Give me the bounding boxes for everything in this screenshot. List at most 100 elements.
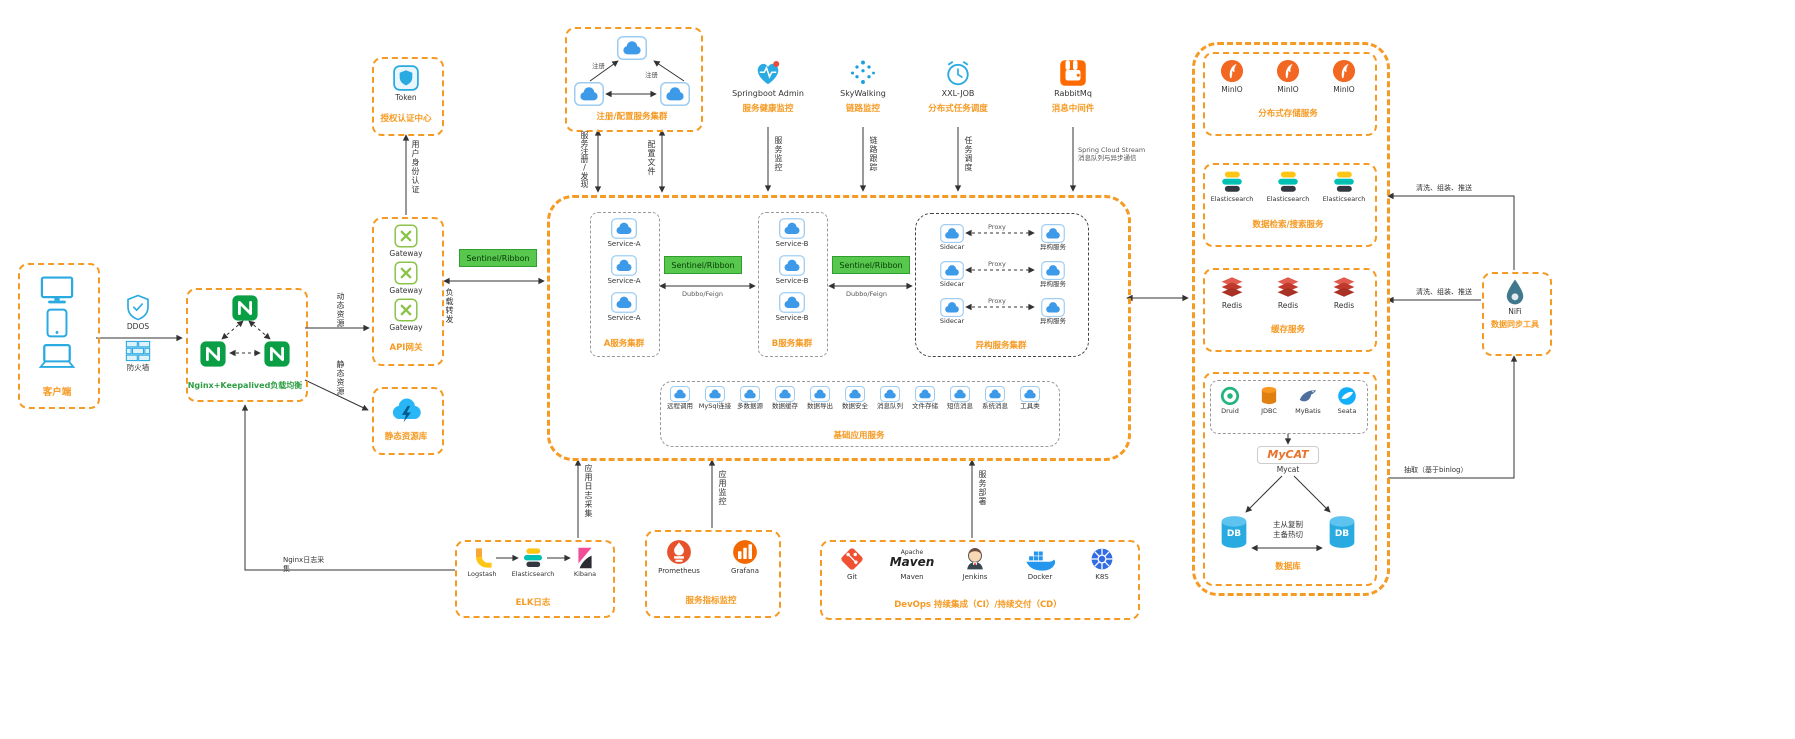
log-collect-flow-label: 应用日志采集 — [584, 464, 593, 518]
nifi-box — [1482, 272, 1552, 356]
base-service-node: 数据缓存 — [767, 386, 803, 411]
static-resource-flow-label: 静态资源 — [336, 360, 345, 396]
prometheus-node: Prometheus — [651, 538, 707, 575]
logstash-label: Logstash — [467, 570, 497, 578]
nifi-name: NiFi — [1508, 307, 1522, 316]
stream-flow-label: Spring Cloud Stream 消息队列与异步通信 — [1078, 146, 1145, 163]
docker-icon — [1025, 546, 1055, 572]
health-monitor-label: 服务健康监控 — [742, 103, 794, 114]
registry-cluster-box — [565, 27, 703, 132]
base-service-node: 多数据源 — [732, 386, 768, 411]
firewall-label: 防火墙 — [126, 363, 150, 372]
ddos-node: DDOS — [110, 294, 166, 331]
cache-box — [1203, 268, 1377, 352]
base-service-node: 远程调用 — [662, 386, 698, 411]
elasticsearch-label: Elasticsearch — [1210, 195, 1254, 203]
client-label: 客户端 — [42, 387, 72, 398]
minio-node: MinIO — [1262, 58, 1314, 94]
kubernetes-icon — [1089, 546, 1115, 572]
jdbc-label: JDBC — [1261, 407, 1277, 415]
drivers-box — [1210, 380, 1368, 434]
nginx-log-flow-label: Nginx日志采集 — [283, 556, 325, 574]
redis-label: Redis — [1277, 301, 1299, 310]
grafana-node: Grafana — [717, 538, 773, 575]
api-gateway-box — [372, 217, 444, 366]
replication-line1: 主从复制 — [1273, 520, 1303, 529]
database-label: 数据库 — [1275, 562, 1301, 572]
proxy-label: Proxy — [988, 260, 1006, 268]
service-b-node: Service-B — [758, 255, 826, 285]
skywalking-node: SkyWalking 链路监控 — [818, 58, 908, 114]
elasticsearch-icon — [1219, 169, 1245, 195]
elasticsearch-node: Elasticsearch — [1262, 169, 1314, 204]
sidecar-node: Sidecar — [930, 224, 974, 252]
gateway-label: Gateway — [389, 323, 423, 332]
base-service-node: MySql连接 — [697, 386, 733, 411]
grafana-icon — [731, 538, 759, 566]
jenkins-label: Jenkins — [962, 573, 988, 581]
proxy-label: Proxy — [988, 297, 1006, 305]
service-b-node: Service-B — [758, 218, 826, 248]
firewall-node: 防火墙 — [110, 340, 166, 372]
kibana-label: Kibana — [573, 570, 597, 578]
cloud-icon — [1041, 224, 1065, 243]
sidecar-label: Sidecar — [939, 317, 965, 325]
base-service-label: 数据安全 — [842, 402, 868, 410]
service-b-node: Service-B — [758, 292, 826, 322]
seata-label: Seata — [1337, 407, 1357, 415]
nginx-label: Nginx+Keepalived负载均衡 — [187, 381, 303, 390]
cache-label: 缓存服务 — [1270, 325, 1305, 335]
ddos-shield-icon — [126, 294, 150, 321]
base-service-label: 消息队列 — [877, 402, 903, 410]
kibana-node: Kibana — [561, 546, 609, 579]
replication-note: 主从复制 主备热切 — [1256, 520, 1320, 540]
cluster-b-box — [758, 212, 828, 357]
docker-node: Docker — [1012, 546, 1068, 581]
cloud-icon — [779, 292, 805, 313]
hetero-service-node: 异构服务 — [1026, 298, 1080, 326]
git-label: Git — [846, 573, 858, 581]
minio-icon — [1275, 58, 1301, 84]
base-service-label: 数据缓存 — [772, 402, 798, 410]
replication-line2: 主备热切 — [1273, 529, 1303, 539]
laptop-icon — [37, 342, 77, 370]
springboot-admin-name: Springboot Admin — [732, 89, 804, 98]
cloud-icon — [880, 386, 900, 402]
base-service-node: 数据导出 — [802, 386, 838, 411]
k8s-label: K8S — [1095, 573, 1109, 581]
cloud-icon — [915, 386, 935, 402]
gateway-node: Gateway — [372, 224, 440, 258]
service-a-node: Service-A — [590, 292, 658, 322]
base-service-label: 文件存储 — [912, 402, 938, 410]
base-service-label: 多数据源 — [737, 402, 763, 410]
cloud-icon — [574, 82, 604, 106]
clean-push-flow-label: 清洗、组装、推送 — [1416, 288, 1472, 296]
service-b-label: Service-B — [775, 314, 809, 322]
proxy-label: Proxy — [988, 223, 1006, 231]
service-a-node: Service-A — [590, 218, 658, 248]
cloud-icon — [845, 386, 865, 402]
registry-cluster-label: 注册/配置服务集群 — [596, 112, 668, 122]
cloud-icon — [940, 224, 964, 243]
base-services-box — [660, 381, 1060, 447]
base-service-label: 远程调用 — [667, 402, 693, 410]
task-flow-label: 任务调度 — [964, 136, 973, 172]
redis-icon — [1331, 274, 1357, 300]
minio-node: MinIO — [1318, 58, 1370, 94]
infra-box — [1192, 42, 1390, 596]
trace-monitor-label: 链路监控 — [845, 103, 880, 114]
base-service-node: 系统消息 — [977, 386, 1013, 411]
microservices-box — [547, 195, 1131, 461]
client-box — [18, 263, 100, 409]
rabbitmq-name: RabbitMq — [1054, 89, 1092, 98]
redis-node: Redis — [1206, 274, 1258, 310]
hetero-service-node: 异构服务 — [1026, 261, 1080, 289]
cloud-icon — [660, 82, 690, 106]
minio-label: MinIO — [1221, 85, 1243, 94]
config-file-flow-label: 配置文件 — [647, 140, 656, 176]
mybatis-node: MyBatis — [1289, 385, 1327, 416]
cloud-icon — [940, 298, 964, 317]
elasticsearch-node: Elasticsearch — [1318, 169, 1370, 204]
prometheus-icon — [665, 538, 693, 566]
